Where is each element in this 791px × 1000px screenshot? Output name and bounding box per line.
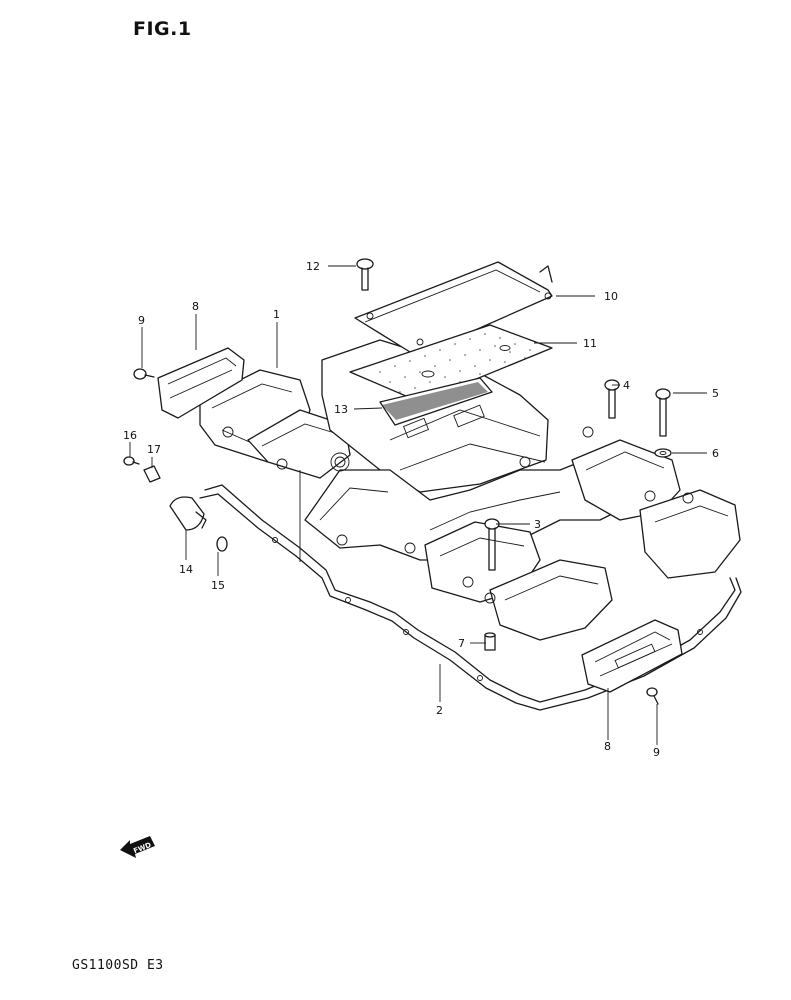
breather-element-shape <box>379 377 493 426</box>
callout-3: 3 <box>534 518 541 531</box>
callout-17: 17 <box>147 443 161 456</box>
bolt-4-shape <box>604 379 620 419</box>
callout-1: 1 <box>273 308 280 321</box>
screw-left-shape <box>133 368 155 380</box>
fwd-arrow-icon: FWD <box>120 836 155 858</box>
leader-lines <box>129 265 707 745</box>
screw-right-shape <box>646 687 659 705</box>
figure-title: FIG.1 <box>133 18 192 40</box>
clamp-17-shape <box>143 465 161 483</box>
screw-16-shape <box>123 456 140 466</box>
callout-8-right: 8 <box>604 740 611 753</box>
callout-11: 11 <box>583 337 597 350</box>
callout-15: 15 <box>211 579 225 592</box>
callout-14: 14 <box>179 563 193 576</box>
cylinder-head-cover-shape <box>199 339 741 641</box>
callout-8-left: 8 <box>192 300 199 313</box>
cap-14-shape <box>169 496 207 531</box>
model-code: GS1100SD E3 <box>72 958 164 973</box>
callout-5: 5 <box>712 387 719 400</box>
callout-16: 16 <box>123 429 137 442</box>
end-cap-right-shape <box>581 619 683 693</box>
callout-10: 10 <box>604 290 618 303</box>
callout-12: 12 <box>306 260 320 273</box>
washer-6-shape <box>654 448 672 458</box>
callout-9-left: 9 <box>138 314 145 327</box>
callout-13: 13 <box>334 403 348 416</box>
callout-4: 4 <box>623 379 630 392</box>
callout-7: 7 <box>458 637 465 650</box>
callout-9-right: 9 <box>653 746 660 759</box>
o-ring-15-shape <box>216 536 228 552</box>
callout-6: 6 <box>712 447 719 460</box>
end-cap-left-shape <box>157 347 245 419</box>
callout-2: 2 <box>436 704 443 717</box>
dowel-pin-shape <box>484 632 496 651</box>
bolt-5-shape <box>655 388 671 437</box>
bolt-12-shape <box>356 258 374 291</box>
